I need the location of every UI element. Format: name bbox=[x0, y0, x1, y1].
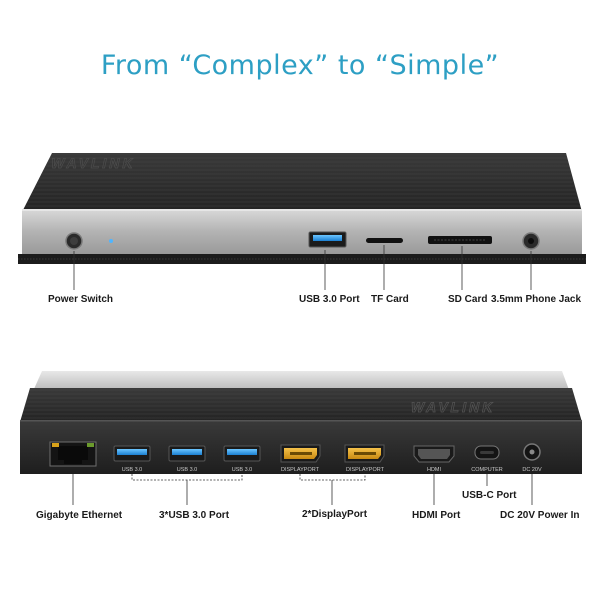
usb-c-port[interactable] bbox=[474, 445, 500, 460]
port-text-usb-1: USB 3.0 bbox=[122, 467, 142, 473]
hdmi-port[interactable] bbox=[413, 445, 455, 463]
displayport-2[interactable] bbox=[344, 444, 385, 463]
audio-jack[interactable] bbox=[522, 232, 540, 250]
port-text-usb-3: USB 3.0 bbox=[232, 467, 252, 473]
rear-usb-port-1[interactable] bbox=[113, 445, 151, 462]
label-hdmi: HDMI Port bbox=[412, 510, 461, 521]
front-usb-port[interactable] bbox=[308, 231, 347, 248]
dc-power-port[interactable] bbox=[523, 443, 541, 461]
rear-leader-lines bbox=[72, 474, 533, 505]
headline: From “Complex” to “Simple” bbox=[100, 50, 500, 81]
label-dc-power: DC 20V Power In bbox=[500, 510, 580, 521]
port-text-dc: DC 20V bbox=[522, 467, 542, 473]
port-text-dp-1: DISPLAYPORT bbox=[281, 467, 320, 473]
ethernet-port[interactable] bbox=[49, 441, 97, 467]
rear-dock: WAVLINK USB 3.0 USB 3.0 USB 3.0 bbox=[20, 371, 582, 474]
port-text-computer: COMPUTER bbox=[471, 467, 503, 473]
power-switch-button[interactable] bbox=[65, 232, 83, 250]
sd-card-slot[interactable] bbox=[428, 236, 492, 244]
label-front-usb: USB 3.0 Port bbox=[299, 294, 360, 305]
front-dock: WAVLINK bbox=[18, 153, 586, 264]
port-text-dp-2: DISPLAYPORT bbox=[346, 467, 385, 473]
label-sd-card: SD Card bbox=[448, 294, 488, 305]
rear-usb-port-2[interactable] bbox=[168, 445, 206, 462]
tf-card-slot[interactable] bbox=[366, 238, 403, 243]
label-usb-c: USB-C Port bbox=[462, 490, 517, 501]
rear-usb-port-3[interactable] bbox=[223, 445, 261, 462]
label-displayport: 2*DisplayPort bbox=[302, 509, 368, 520]
displayport-1[interactable] bbox=[280, 444, 321, 463]
port-text-usb-2: USB 3.0 bbox=[177, 467, 197, 473]
label-phone-jack: 3.5mm Phone Jack bbox=[491, 294, 582, 305]
label-rear-usb: 3*USB 3.0 Port bbox=[159, 510, 230, 521]
label-power-switch: Power Switch bbox=[48, 294, 114, 305]
brand-logo-rear: WAVLINK bbox=[409, 399, 497, 415]
port-text-hdmi: HDMI bbox=[427, 467, 442, 473]
brand-logo-front: WAVLINK bbox=[50, 155, 138, 171]
front-leader-lines bbox=[73, 245, 532, 290]
power-led-icon bbox=[109, 239, 113, 243]
label-ethernet: Gigabyte Ethernet bbox=[36, 510, 123, 521]
label-tf-card: TF Card bbox=[371, 294, 409, 305]
